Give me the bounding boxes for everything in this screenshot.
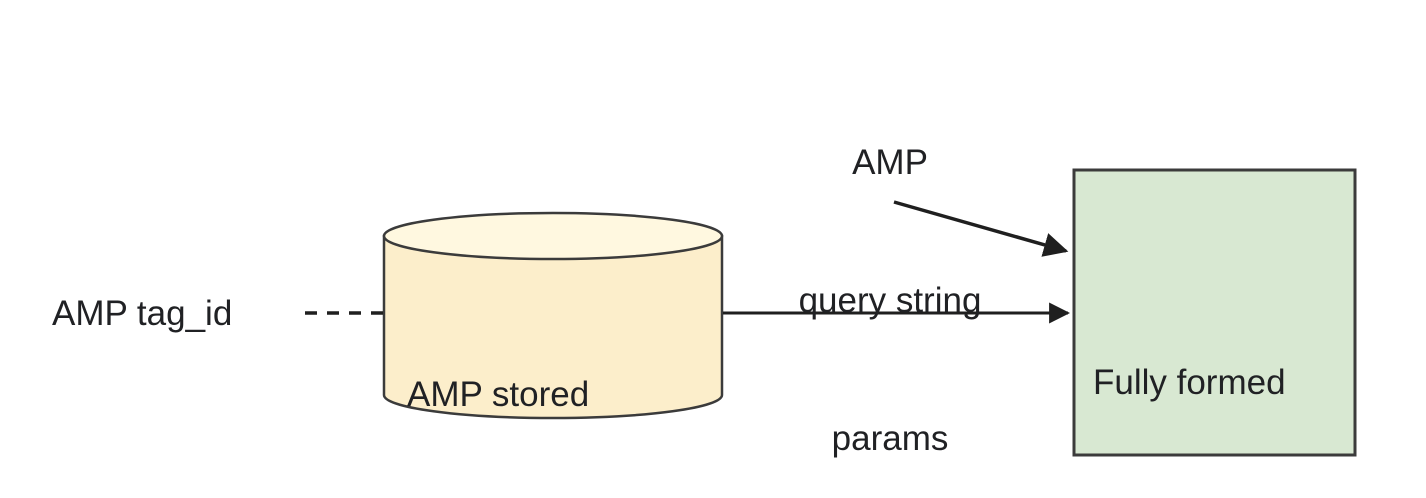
query-string-params-line-2: query string (798, 281, 982, 320)
query-string-params-label: AMP query string params (780, 48, 1000, 498)
ortb-box-label: Fully formed ORTB (1093, 268, 1286, 498)
cylinder-top-ellipse (382, 211, 724, 261)
stored-request-cylinder (382, 211, 724, 420)
edge-query-params-to-ortb (893, 200, 1069, 257)
cylinder-label: AMP stored request template (407, 280, 668, 498)
label-amp-tag-id: AMP tag_id (52, 294, 233, 333)
cylinder-body (382, 234, 724, 420)
query-string-params-line-1: AMP (852, 143, 928, 182)
ortb-box (1072, 168, 1357, 457)
ortb-box-label-line-1: Fully formed (1093, 363, 1286, 402)
query-string-params-line-3: params (831, 419, 949, 458)
cylinder-label-line-1: AMP stored (407, 375, 590, 414)
